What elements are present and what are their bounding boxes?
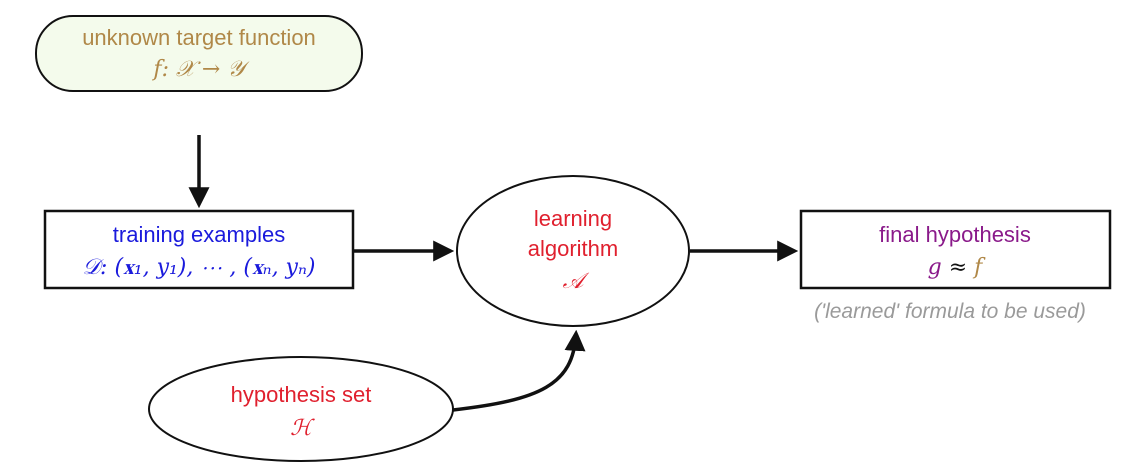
training-examples-title: training examples [113, 222, 285, 247]
final-hypothesis-note: ('learned' formula to be used) [814, 300, 1086, 323]
arrow-hypothesis-set-to-algorithm [452, 329, 586, 412]
target-function-title: unknown target function [82, 25, 316, 50]
final-hypothesis-formula: g ≈ f [928, 255, 987, 280]
learning-algorithm-line2: algorithm [528, 236, 618, 261]
learning-algorithm-shape [456, 175, 690, 327]
training-examples-node: training examples 𝒟: (𝐱₁, y₁), ⋯ , (𝐱ₙ, … [43, 209, 355, 290]
learning-algorithm-node: learning algorithm 𝒜 [456, 175, 690, 327]
training-examples-shape [43, 209, 355, 290]
target-function-node: unknown target function f: 𝒳 → 𝒴 [35, 15, 363, 92]
target-function-formula: f: 𝒳 → 𝒴 [151, 57, 250, 82]
final-hypothesis-approx: ≈ [942, 255, 974, 280]
learning-algorithm-line1: learning [534, 206, 612, 231]
hypothesis-set-node: hypothesis set ℋ [148, 356, 454, 462]
training-examples-formula: 𝒟: (𝐱₁, y₁), ⋯ , (𝐱ₙ, yₙ) [83, 255, 316, 280]
final-hypothesis-title: final hypothesis [879, 222, 1031, 247]
final-hypothesis-node: final hypothesis g ≈ f ('learned' formul… [799, 209, 1112, 323]
final-hypothesis-shape [799, 209, 1112, 290]
target-function-shape [35, 15, 363, 92]
hypothesis-set-symbol: ℋ [290, 416, 315, 441]
hypothesis-set-title: hypothesis set [231, 382, 372, 407]
hypothesis-set-shape [148, 356, 454, 462]
final-hypothesis-g: g [928, 255, 942, 280]
